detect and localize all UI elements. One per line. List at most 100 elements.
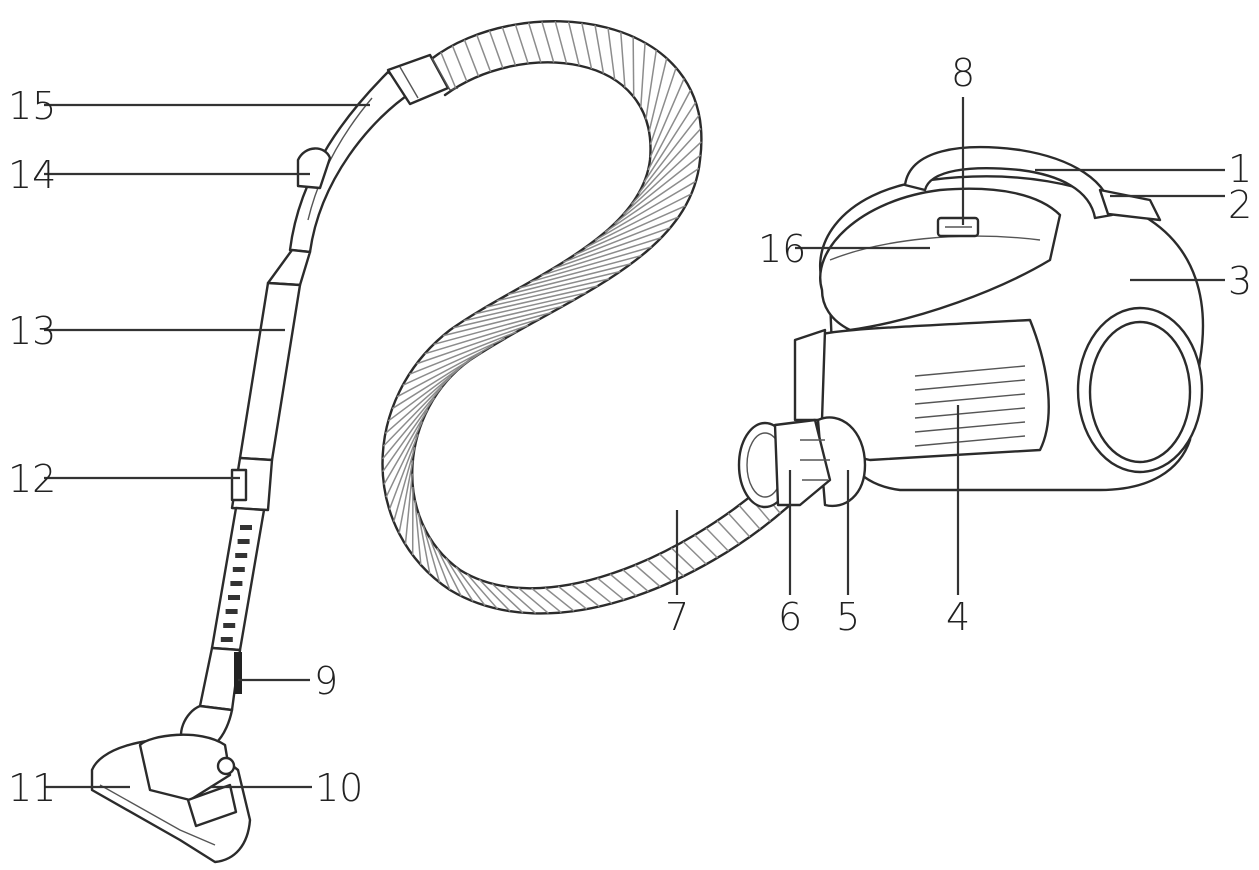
hose-rib — [658, 553, 685, 577]
hose-rib — [646, 559, 673, 583]
hose-rib — [727, 512, 751, 538]
hose-rib — [645, 49, 658, 120]
hose-rib — [670, 547, 696, 571]
label-4: 4 — [946, 595, 970, 639]
hose-rib — [738, 504, 761, 530]
tube-slot — [235, 553, 248, 558]
hose-rib — [424, 318, 541, 355]
hose-rib — [649, 67, 677, 145]
hose-rib — [455, 566, 486, 606]
tube-slot — [232, 567, 245, 572]
label-12: 12 — [8, 457, 56, 501]
hose-rib — [682, 541, 707, 565]
hose-rib — [648, 58, 668, 132]
label-16: 16 — [758, 227, 806, 271]
hose-rib — [647, 89, 692, 171]
hose-rib — [491, 583, 524, 614]
hose-rib — [596, 577, 625, 601]
leader-lines — [44, 97, 1225, 789]
hose-rib — [452, 298, 576, 329]
hose-rib — [531, 587, 562, 614]
hose-rib — [440, 52, 457, 89]
tube-slot — [223, 623, 236, 628]
label-7: 7 — [665, 595, 689, 639]
label-1: 1 — [1228, 147, 1252, 191]
hose-rib — [478, 579, 511, 612]
hose-rib — [474, 285, 598, 315]
hose-rib — [514, 24, 529, 64]
hose-rib — [517, 587, 549, 614]
hose-rib — [463, 292, 587, 322]
grille-line — [914, 379, 1026, 391]
hose-rib — [463, 39, 480, 77]
hose-rib — [544, 587, 575, 612]
hose-rib — [451, 45, 468, 82]
label-14: 14 — [8, 153, 56, 197]
hose-rib — [428, 536, 451, 591]
hose-rib — [436, 547, 462, 597]
hose-rib — [396, 344, 494, 398]
hose-rib — [594, 180, 697, 242]
label-5: 5 — [836, 595, 860, 639]
hose-rib — [529, 246, 652, 283]
hose-rib — [620, 31, 626, 88]
hose-rib — [637, 114, 700, 195]
hose-rib — [445, 557, 474, 602]
hose-rib — [507, 262, 632, 296]
tube-slot — [230, 581, 243, 586]
hose-rib — [476, 34, 492, 73]
hose-rib — [402, 337, 506, 386]
hose-rib — [622, 569, 649, 593]
hose-rib — [557, 585, 588, 610]
hose-rib — [716, 520, 740, 545]
tube-slot — [228, 595, 240, 600]
hose-rib — [584, 580, 613, 605]
hose-rib — [488, 30, 504, 69]
label-8: 8 — [951, 51, 975, 95]
hose-rib — [527, 22, 542, 63]
hose-rib — [501, 26, 517, 66]
hose-rib — [442, 305, 564, 337]
grille-line — [914, 435, 1026, 447]
label-6: 6 — [778, 595, 802, 639]
grille-line — [914, 421, 1026, 433]
hose-rib — [630, 127, 702, 205]
hose — [381, 20, 792, 615]
hose-rib — [496, 270, 621, 302]
hose-rib — [398, 460, 414, 534]
hose-rib — [705, 527, 729, 552]
hose-rib — [466, 573, 499, 610]
hose-rib — [392, 446, 416, 522]
tube-slot — [220, 637, 233, 642]
hose-rib — [384, 367, 461, 434]
grille-line — [914, 407, 1026, 419]
hose-rib — [634, 564, 661, 588]
hose-rib — [643, 101, 697, 183]
hose-rib — [573, 205, 686, 256]
hose-rib — [570, 583, 600, 608]
label-3: 3 — [1228, 259, 1252, 303]
canister-body — [737, 145, 1205, 509]
hose-rib — [607, 27, 616, 80]
hose-rib — [649, 78, 685, 158]
hose-rib — [609, 573, 637, 597]
label-9: 9 — [314, 659, 338, 703]
hose-rib — [632, 36, 635, 97]
hose-rib — [581, 22, 593, 70]
grille-line — [914, 393, 1026, 405]
hose-rib — [504, 585, 537, 614]
callout-labels: 1 2 3 4 5 6 7 8 9 10 11 12 13 14 15 16 — [8, 51, 1252, 810]
hose-rib — [404, 473, 413, 545]
hose-rib — [408, 331, 517, 375]
label-2: 2 — [1228, 183, 1252, 227]
tube-slot — [240, 525, 252, 530]
tube-slot — [225, 609, 238, 614]
grille-line — [914, 365, 1026, 377]
hose-rib — [541, 21, 555, 63]
hose-rib — [422, 525, 441, 583]
tube-slot — [237, 539, 250, 544]
hose-rib — [485, 278, 610, 309]
hose-rib — [554, 21, 568, 64]
hose-rib — [541, 236, 662, 277]
